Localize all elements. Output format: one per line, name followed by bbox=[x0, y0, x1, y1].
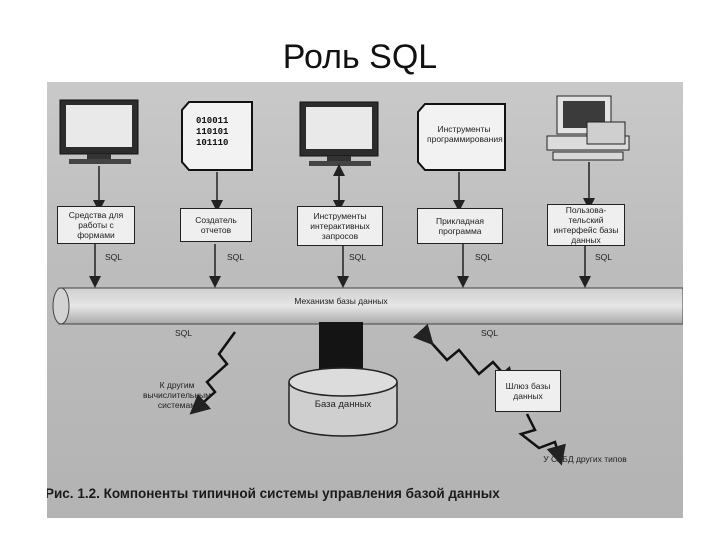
diagram-graphics bbox=[52, 95, 683, 466]
forms-tool-box: Средства для работы с формами bbox=[57, 206, 135, 244]
sql-label: SQL bbox=[227, 252, 245, 262]
zigzag-arrow bbox=[518, 413, 566, 466]
computer-icon bbox=[546, 95, 630, 161]
engine-label: Механизм базы данных bbox=[294, 296, 388, 306]
pipe-bus bbox=[52, 287, 683, 325]
monitor-icon bbox=[59, 99, 139, 164]
database-label: База данных bbox=[314, 399, 372, 410]
diagram-photo: 010011 110101 101110 Инструменты програм… bbox=[47, 82, 683, 518]
binary-text: 010011 110101 101110 bbox=[196, 116, 229, 148]
zigzag-arrow bbox=[412, 323, 516, 388]
report-writer-box: Создатель отчетов bbox=[180, 208, 252, 242]
other-systems-label: К другим вычислительным системам bbox=[142, 380, 212, 410]
zigzag-arrow bbox=[189, 331, 237, 415]
sql-label: SQL bbox=[475, 252, 493, 262]
sql-label: SQL bbox=[349, 252, 367, 262]
gateway-box: Шлюз базы данных bbox=[495, 370, 561, 412]
db-interface-box: Пользова-тельский интерфейс базы данных bbox=[547, 204, 625, 246]
slide-title: Роль SQL bbox=[282, 38, 438, 76]
document-icon bbox=[417, 103, 506, 171]
monitor-icon bbox=[299, 101, 379, 166]
sql-label: SQL bbox=[105, 252, 123, 262]
sql-label: SQL bbox=[595, 252, 613, 262]
document-icon bbox=[181, 101, 253, 171]
programming-tools-label: Инструменты программирования bbox=[427, 124, 503, 144]
other-dbms-label: У СУБД других типов bbox=[543, 454, 627, 464]
database-cylinder-icon bbox=[288, 367, 398, 437]
figure-caption: Рис. 1.2. Компоненты типичной системы уп… bbox=[47, 486, 500, 501]
sql-label: SQL bbox=[175, 328, 193, 338]
query-tools-box: Инструменты интерактивных запросов bbox=[297, 206, 383, 246]
application-program-box: Прикладная программа bbox=[417, 208, 503, 244]
sql-label: SQL bbox=[481, 328, 499, 338]
